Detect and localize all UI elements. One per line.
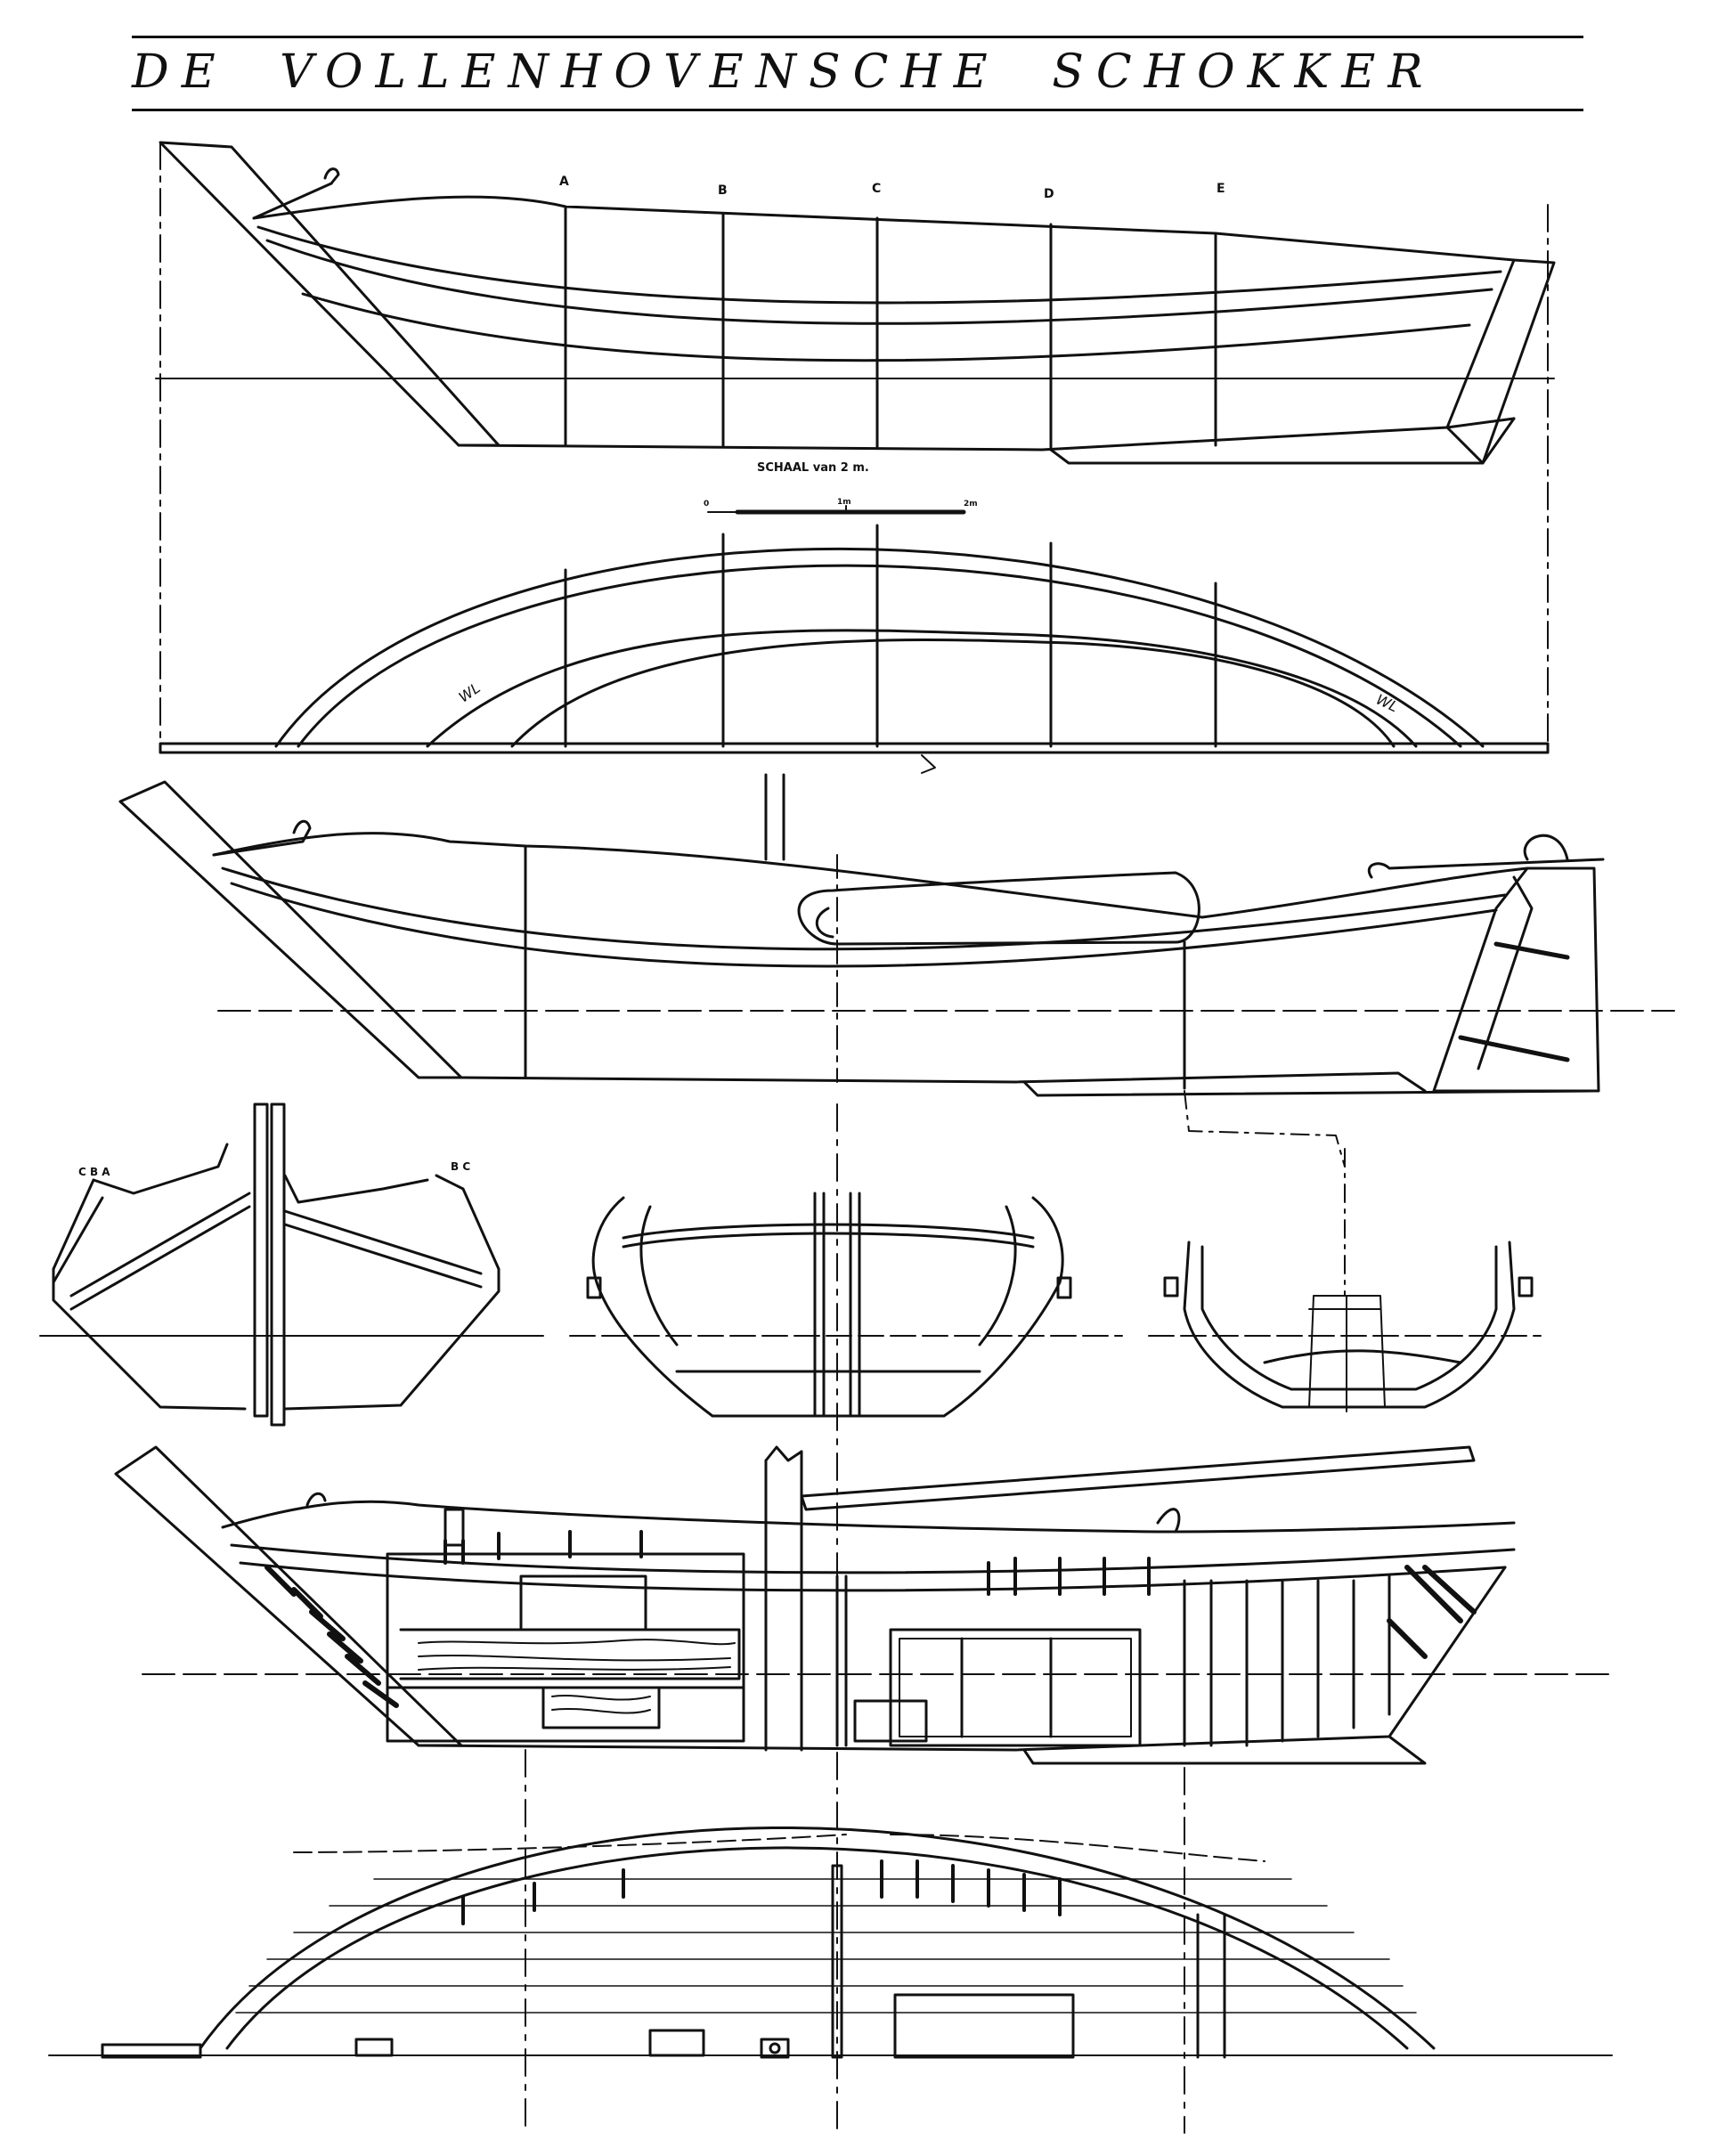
half-breadth-plan <box>159 524 1550 774</box>
title-rule-top <box>132 36 1583 38</box>
sheer-plan <box>155 141 1556 749</box>
drawing-title: DE VOLLENHOVENSCHE SCHOKKER <box>132 45 1436 99</box>
deck-plan <box>48 1826 1613 2059</box>
station-label-c: C <box>872 182 882 196</box>
scale-mark-0: 0 <box>704 500 710 508</box>
general-profile <box>118 773 1675 1167</box>
station-label-b: B <box>718 183 728 198</box>
inboard-profile <box>114 1445 1613 1765</box>
scale-mark-2m: 2m <box>964 500 978 508</box>
section-letters-right: B C <box>451 1160 471 1173</box>
station-label-d: D <box>1044 187 1054 201</box>
station-label-a: A <box>559 175 569 189</box>
station-label-e: E <box>1217 182 1225 196</box>
scale-mark-1m: 1m <box>837 498 851 507</box>
section-letters-left: C B A <box>78 1166 110 1178</box>
body-sections <box>39 1102 1542 1427</box>
title-rule-bottom <box>132 109 1583 111</box>
scale-label: SCHAAL van 2 m. <box>757 461 869 475</box>
reference-lines <box>525 1103 1185 2134</box>
